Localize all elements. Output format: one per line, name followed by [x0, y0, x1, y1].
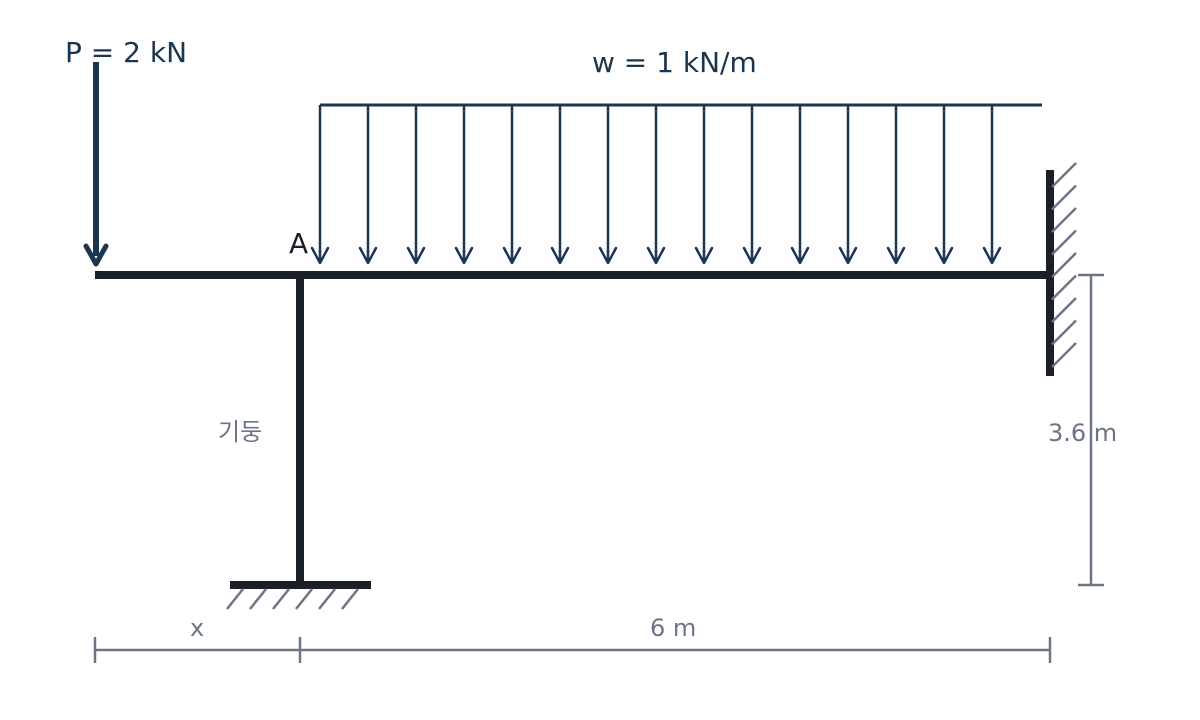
distributed-load-arrow [742, 105, 762, 265]
point-load-arrowhead [83, 243, 109, 267]
span-right-label: 6 m [650, 614, 696, 642]
distributed-load-arrow [838, 105, 858, 265]
distributed-load-arrow [454, 105, 474, 265]
wall-hatch-line [1051, 319, 1077, 346]
distributed-load-arrow [790, 105, 810, 265]
distributed-load-arrow [406, 105, 426, 265]
column-fixed-support [226, 581, 371, 610]
distributed-load [310, 103, 1042, 265]
point-a-label: A [289, 227, 308, 260]
distributed-load-arrow [646, 105, 666, 265]
ground-hatch-line [341, 588, 359, 610]
distributed-load-arrows [310, 105, 1002, 265]
point-load [83, 62, 109, 267]
span-dimension [93, 637, 1052, 663]
wall-hatch-line [1051, 297, 1077, 323]
height-dimension-label: 3.6 m [1048, 419, 1117, 447]
wall-hatch-line [1051, 342, 1077, 368]
wall-hatch-line [1051, 229, 1077, 256]
wall-hatch-line [1051, 252, 1077, 278]
ground-hatch-line [318, 588, 336, 610]
span-left-label: x [190, 614, 204, 642]
distributed-load-arrow [502, 105, 522, 265]
distributed-load-arrow [598, 105, 618, 265]
distributed-load-arrow [694, 105, 714, 265]
wall-hatch [1051, 162, 1077, 368]
distributed-load-arrow [358, 105, 378, 265]
wall-fixed-support [1046, 162, 1077, 376]
ground-hatch-line [272, 588, 290, 610]
ground-hatch-line [249, 588, 267, 610]
ground-hatch-line [226, 588, 244, 610]
distributed-load-arrow [310, 105, 330, 265]
ground-hatch [226, 588, 359, 610]
distributed-load-arrow [934, 105, 954, 265]
height-dimension [1078, 273, 1104, 587]
distributed-load-arrow [982, 105, 1002, 265]
distributed-load-arrow [550, 105, 570, 265]
wall-hatch-line [1051, 184, 1077, 211]
column-label: 기둥 [218, 418, 262, 446]
distributed-load-arrow [886, 105, 906, 265]
wall-hatch-line [1051, 207, 1077, 233]
wall-hatch-line [1051, 274, 1077, 301]
ground-hatch-line [295, 588, 313, 610]
point-load-label: P = 2 kN [65, 36, 187, 69]
wall-hatch-line [1051, 162, 1077, 188]
distributed-load-label: w = 1 kN/m [592, 46, 757, 79]
